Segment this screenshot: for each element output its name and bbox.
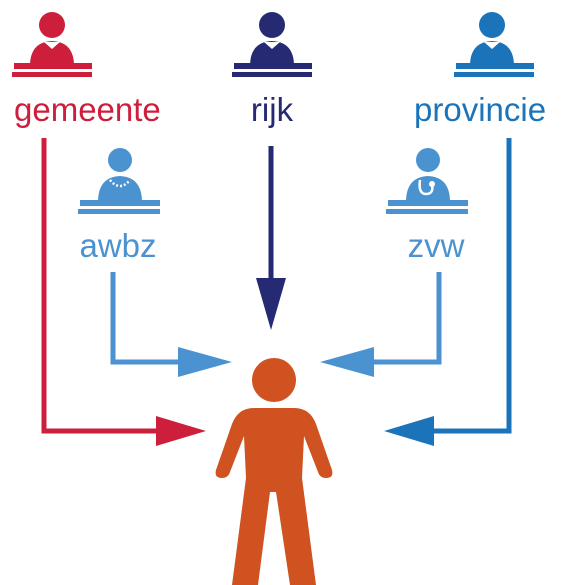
awbz-caregiver-icon	[78, 148, 160, 214]
provincie-node: provincie	[414, 12, 546, 128]
rijk-label: rijk	[251, 91, 294, 128]
rijk-official-icon	[232, 12, 312, 77]
zvw-label: zvw	[408, 227, 465, 264]
awbz-node: awbz	[78, 148, 160, 264]
gemeente-official-icon	[12, 12, 92, 77]
arrow-awbz-to-person	[110, 272, 232, 377]
gemeente-label: gemeente	[14, 91, 161, 128]
zvw-node: zvw	[386, 148, 468, 264]
gemeente-node: gemeente	[12, 12, 161, 128]
rijk-node: rijk	[232, 12, 312, 128]
awbz-label: awbz	[79, 227, 156, 264]
arrow-rijk-to-person	[256, 146, 286, 330]
zvw-doctor-icon	[386, 148, 468, 214]
provincie-label: provincie	[414, 91, 546, 128]
provincie-official-icon	[454, 12, 534, 77]
arrow-gemeente-to-person	[41, 138, 206, 446]
arrow-zvw-to-person	[320, 272, 442, 377]
arrow-provincie-to-person	[384, 138, 512, 446]
person-icon	[215, 358, 333, 585]
